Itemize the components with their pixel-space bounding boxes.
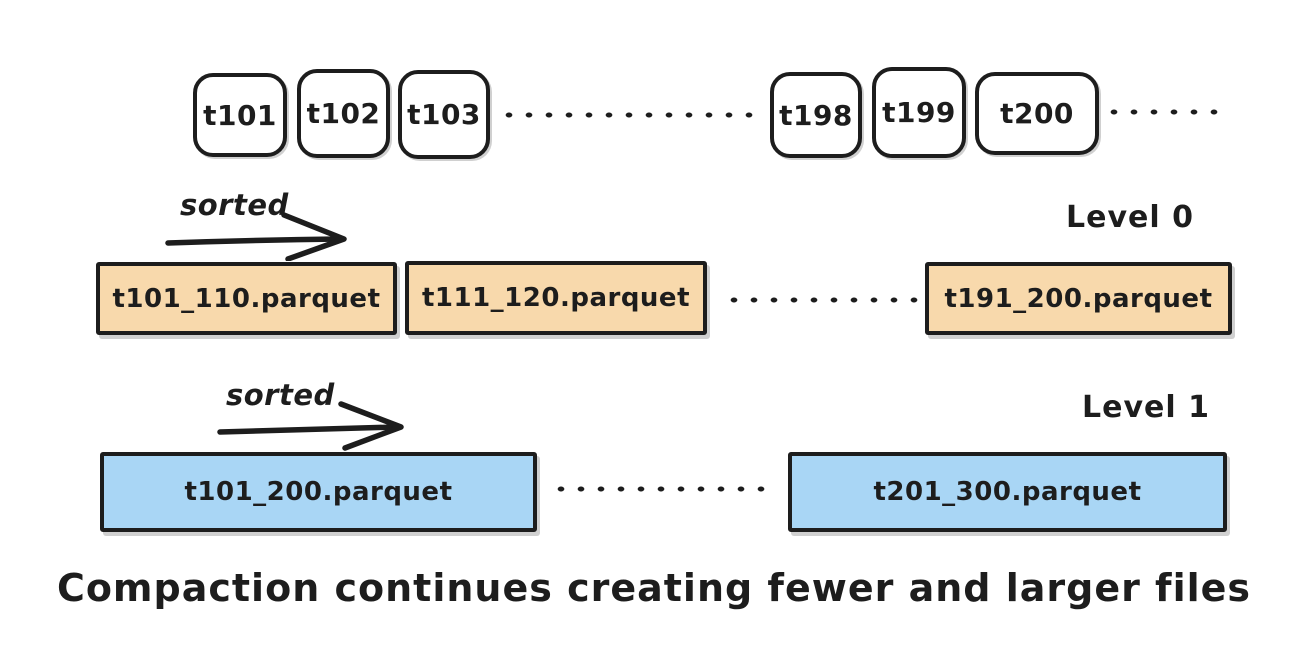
file-box-level0: t191_200.parquet <box>925 262 1232 335</box>
memtable-label: t101 <box>203 98 277 132</box>
memtable-label: t198 <box>779 98 853 132</box>
file-label: t101_110.parquet <box>112 283 381 314</box>
sorted-label: sorted <box>226 378 335 412</box>
sorted-label: sorted <box>180 188 289 222</box>
memtable-box: t103 <box>398 70 490 159</box>
file-box-level1: t101_200.parquet <box>100 452 537 532</box>
file-box-level1: t201_300.parquet <box>788 452 1227 532</box>
memtable-box: t199 <box>872 67 966 158</box>
level-label: Level 0 <box>1066 200 1194 235</box>
memtable-label: t102 <box>306 97 381 130</box>
file-box-level0: t101_110.parquet <box>96 262 397 335</box>
dots-line <box>557 485 773 493</box>
file-box-level0: t111_120.parquet <box>405 261 707 335</box>
memtable-label: t103 <box>407 98 481 131</box>
file-label: t101_200.parquet <box>184 477 453 507</box>
level-label: Level 1 <box>1082 390 1210 425</box>
sorted-arrow-icon <box>217 401 404 451</box>
sorted-arrow-icon <box>165 212 347 261</box>
memtable-box: t198 <box>770 72 862 158</box>
memtable-label: t199 <box>882 96 956 129</box>
memtable-label: t200 <box>1000 97 1074 130</box>
file-label: t201_300.parquet <box>873 477 1142 507</box>
dots-line <box>505 111 757 119</box>
dots-line <box>1110 108 1222 116</box>
file-label: t191_200.parquet <box>944 283 1213 314</box>
dots-line <box>730 296 918 304</box>
caption: Compaction continues creating fewer and … <box>56 566 1252 610</box>
memtable-box: t200 <box>975 72 1099 155</box>
memtable-box: t102 <box>297 69 390 158</box>
file-label: t111_120.parquet <box>421 283 690 313</box>
memtable-box: t101 <box>193 73 287 157</box>
